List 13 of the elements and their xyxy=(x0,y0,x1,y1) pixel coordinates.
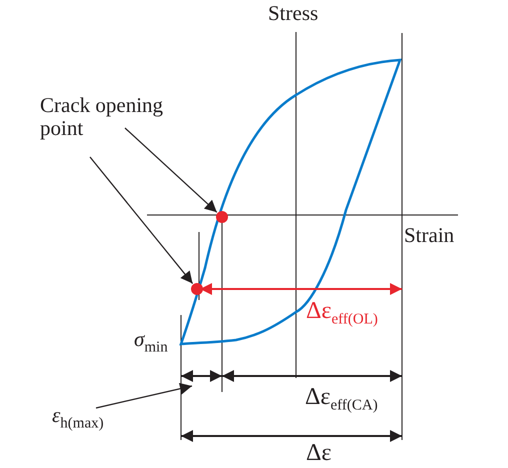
crack-opening-dot xyxy=(216,211,228,223)
axis-label: Strain xyxy=(404,224,454,248)
leader-line xyxy=(124,128,218,213)
axis-label: Stress xyxy=(268,2,318,26)
symbol-label: Δε$_{eff(CA)}$ xyxy=(305,384,378,414)
callout-text: Crack opening point xyxy=(40,94,164,140)
symbol-label: Δε xyxy=(306,440,332,466)
crack-opening-dot xyxy=(191,283,203,295)
symbol-label: σ$_{min}$ xyxy=(134,328,168,356)
symbol-label: Δε$_{eff(OL)}$ xyxy=(306,298,378,328)
symbol-label: ε$_{h(max)}$ xyxy=(52,404,105,432)
leader-line xyxy=(90,156,194,284)
leader-line xyxy=(96,382,192,409)
